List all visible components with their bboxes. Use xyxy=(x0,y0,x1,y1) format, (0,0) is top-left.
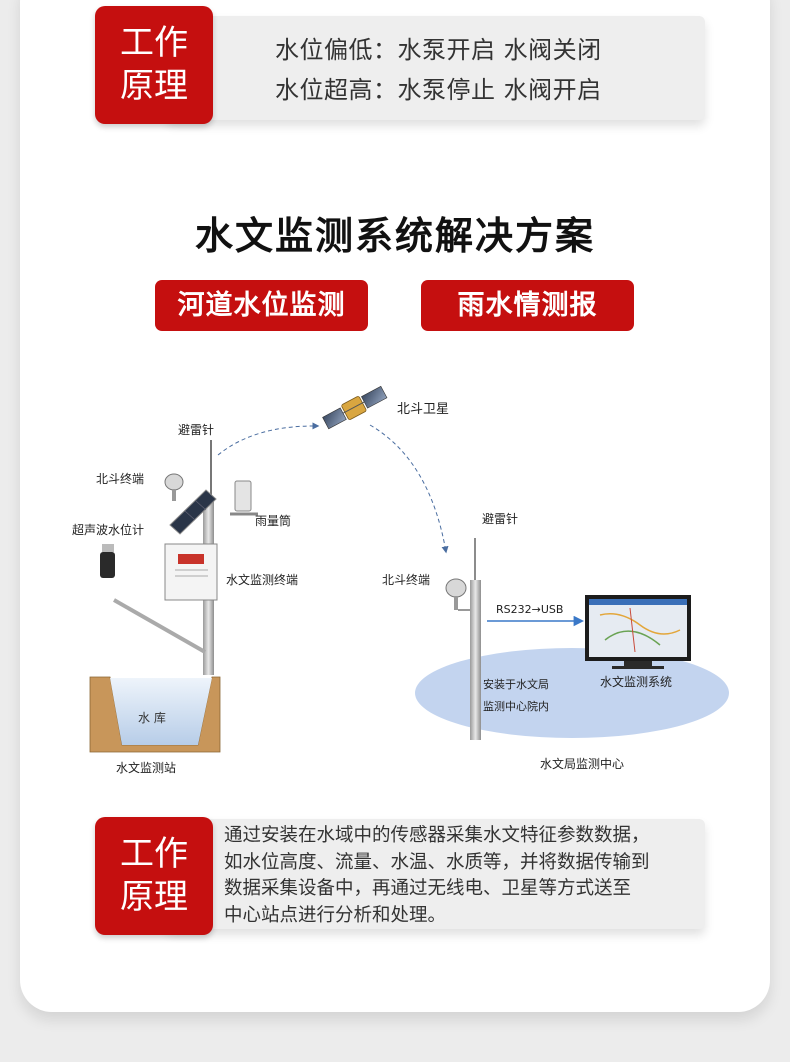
badge-line-1: 工作 xyxy=(120,23,188,63)
center-pole xyxy=(470,580,481,740)
beidou-terminal-label-right: 北斗终端 xyxy=(382,572,430,587)
monitor-icon xyxy=(585,595,691,669)
monitoring-terminal-box xyxy=(164,543,218,601)
system-label: 水文监测系统 xyxy=(600,674,672,689)
principle-badge: 工作 原理 xyxy=(95,6,213,124)
link-label: RS232→USB xyxy=(496,603,563,616)
rain-gauge-icon xyxy=(230,480,258,516)
principle-line-low-water: 水位偏低：水泵开启 水阀关闭 xyxy=(275,36,602,64)
ultrasonic-sensor-label: 超声波水位计 xyxy=(72,522,144,537)
description-line-3: 数据采集设备中，再通过无线电、卫星等方式送至 xyxy=(224,878,632,899)
description-line-1: 通过安装在水域中的传感器采集水文特征参数数据， xyxy=(224,825,650,846)
reservoir-label: 水 库 xyxy=(138,710,166,725)
section-title: 水文监测系统解决方案 xyxy=(194,214,595,258)
reservoir xyxy=(89,676,221,753)
working-principle-top: 工作 原理 水位偏低：水泵开启 水阀关闭 水位超高：水泵停止 水阀开启 xyxy=(95,6,705,124)
rain-gauge-label: 雨量筒 xyxy=(255,513,291,528)
tag-rain-report: 雨水情测报 xyxy=(421,280,634,331)
description-line-2: 如水位高度、流量、水温、水质等，并将数据传输到 xyxy=(224,851,650,873)
monitoring-terminal-label: 水文监测终端 xyxy=(226,572,298,587)
principle-panel xyxy=(167,16,705,120)
lightning-rod-label-right: 避雷针 xyxy=(482,511,518,526)
hydrology-system-diagram: 北斗卫星 避雷针 北斗终端 雨量筒 超声波水位计 水文监测终端 xyxy=(72,385,729,775)
uplink-arrow xyxy=(217,422,320,456)
satellite-icon xyxy=(322,385,388,430)
center-caption: 水文局监测中心 xyxy=(540,756,624,771)
ultrasonic-sensor-icon xyxy=(100,544,115,578)
solar-panel xyxy=(169,489,217,535)
principle-line-high-water: 水位超高：水泵停止 水阀开启 xyxy=(275,76,602,104)
principle-panel xyxy=(167,819,705,929)
station-caption: 水文监测站 xyxy=(116,760,176,775)
downlink-arrow xyxy=(369,424,449,554)
badge-line-2: 原理 xyxy=(120,877,188,917)
gnss-antenna-icon xyxy=(164,473,184,501)
lightning-rod-label: 避雷针 xyxy=(178,422,214,437)
install-location-line-1: 安装于水文局 xyxy=(483,677,549,691)
principle-description: 通过安装在水域中的传感器采集水文特征参数数据， 如水位高度、流量、水温、水质等，… xyxy=(224,823,694,929)
install-location-line-2: 监测中心院内 xyxy=(483,699,549,713)
badge-line-2: 原理 xyxy=(120,66,188,106)
support-arm xyxy=(113,598,206,654)
satellite-label: 北斗卫星 xyxy=(397,402,449,417)
description-line-4: 中心站点进行分析和处理。 xyxy=(224,904,447,926)
working-principle-bottom: 工作 原理 通过安装在水域中的传感器采集水文特征参数数据， 如水位高度、流量、水… xyxy=(95,817,705,935)
beidou-terminal-label-left: 北斗终端 xyxy=(96,471,144,486)
principle-text: 水位偏低：水泵开启 水阀关闭 水位超高：水泵停止 水阀开启 xyxy=(275,30,602,110)
tag-river-level: 河道水位监测 xyxy=(155,280,368,331)
badge-line-1: 工作 xyxy=(120,834,188,874)
gnss-antenna-right-icon xyxy=(445,578,470,611)
center-ground-ellipse xyxy=(415,648,729,738)
principle-badge: 工作 原理 xyxy=(95,817,213,935)
